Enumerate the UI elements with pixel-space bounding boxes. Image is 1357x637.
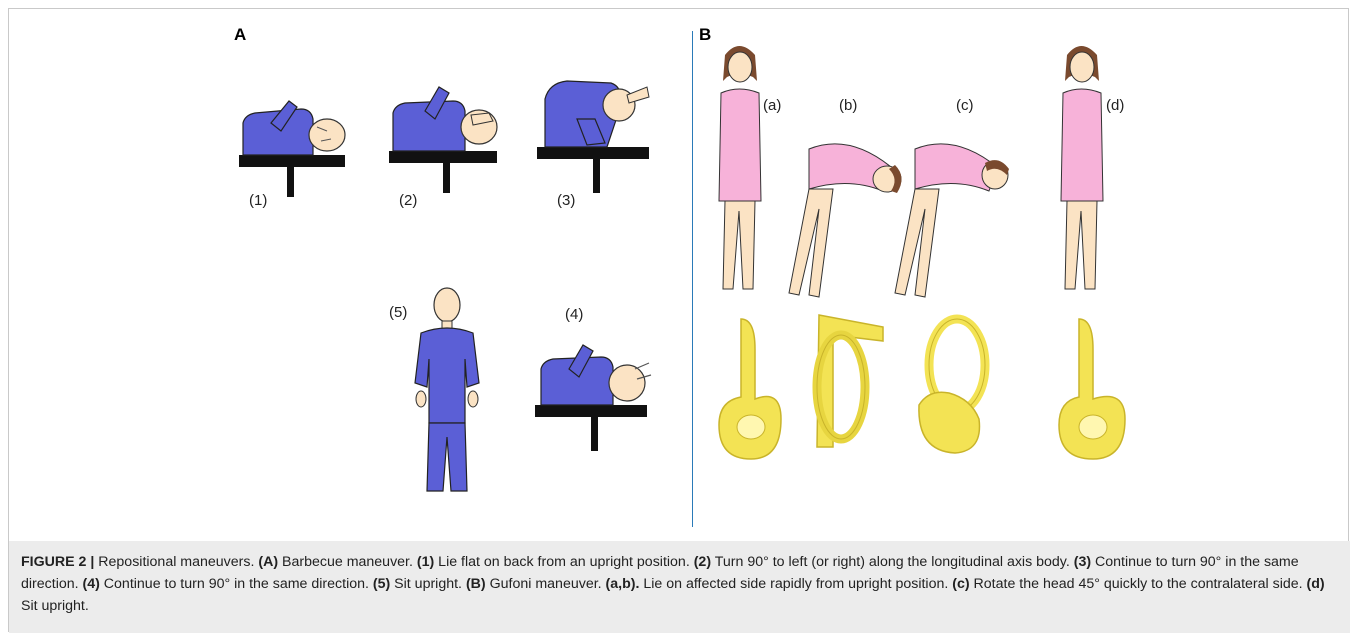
- caption-step1-key: (1): [417, 554, 434, 570]
- canal-d-drawing: [1049, 309, 1139, 469]
- step-label-5: (5): [389, 304, 407, 321]
- patient-step-5-drawing: [407, 287, 487, 497]
- caption-step4-text: Continue to turn 90° in the same directi…: [100, 576, 373, 592]
- figure-frame: A (1) (2) (3): [8, 8, 1349, 632]
- caption-b-key: (B): [466, 576, 486, 592]
- panel-a-label: A: [234, 25, 246, 45]
- woman-step-d-drawing: [1051, 41, 1111, 296]
- canal-b-drawing: [799, 307, 889, 457]
- patient-step-3-drawing: [531, 69, 661, 199]
- step-label-c: (c): [956, 97, 974, 114]
- figure-illustration: A (1) (2) (3): [9, 9, 1350, 529]
- woman-step-a-drawing: [709, 41, 769, 296]
- step-label-d: (d): [1106, 97, 1124, 114]
- step-label-4: (4): [565, 306, 583, 323]
- patient-step-1-drawing: [231, 79, 351, 199]
- caption-d-text: Sit upright.: [21, 598, 89, 614]
- caption-step2-text: Turn 90° to left (or right) along the lo…: [711, 554, 1074, 570]
- step-label-3: (3): [557, 192, 575, 209]
- canal-a-drawing: [711, 309, 791, 469]
- caption-step4-key: (4): [83, 576, 100, 592]
- figure-caption: FIGURE 2 | Repositional maneuvers. (A) B…: [9, 541, 1350, 633]
- panel-divider: [692, 31, 693, 527]
- caption-c-key: (c): [952, 576, 969, 592]
- caption-step1-text: Lie flat on back from an upright positio…: [434, 554, 693, 570]
- caption-d-key: (d): [1307, 576, 1325, 592]
- canal-c-drawing: [909, 309, 999, 459]
- caption-figure-label: FIGURE 2 |: [21, 554, 94, 570]
- caption-step5-key: (5): [373, 576, 390, 592]
- patient-step-4-drawing: [529, 329, 654, 459]
- step-label-2: (2): [399, 192, 417, 209]
- caption-ab-text: Lie on affected side rapidly from uprigh…: [639, 576, 952, 592]
- caption-a-key: (A): [258, 554, 278, 570]
- caption-b-text: Gufoni maneuver.: [486, 576, 606, 592]
- woman-step-c-drawing: [885, 119, 1015, 304]
- caption-a-text: Barbecue maneuver.: [278, 554, 417, 570]
- caption-ab-key: (a,b).: [606, 576, 640, 592]
- caption-step2-key: (2): [694, 554, 711, 570]
- caption-step3-key: (3): [1074, 554, 1091, 570]
- patient-step-2-drawing: [381, 75, 506, 200]
- step-label-a: (a): [763, 97, 781, 114]
- caption-step5-text: Sit upright.: [390, 576, 466, 592]
- step-label-b: (b): [839, 97, 857, 114]
- step-label-1: (1): [249, 192, 267, 209]
- caption-c-text: Rotate the head 45° quickly to the contr…: [970, 576, 1307, 592]
- caption-title: Repositional maneuvers.: [94, 554, 258, 570]
